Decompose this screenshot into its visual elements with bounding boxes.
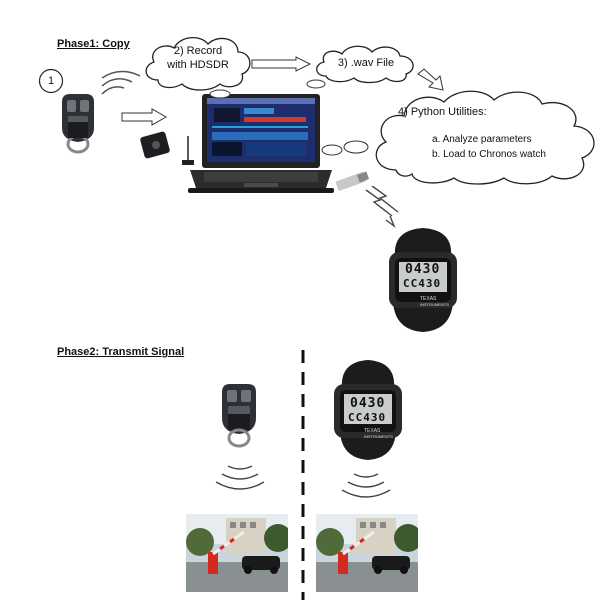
gate-photo-right	[316, 514, 418, 592]
step3-label: 3) .wav File	[337, 57, 395, 69]
step4-item-b: b. Load to Chronos watch	[432, 149, 546, 160]
wireless-link-icon	[365, 186, 399, 229]
phase2-title: Phase2: Transmit Signal	[57, 346, 185, 358]
watch-brand-line2: INSTRUMENTS	[420, 302, 449, 307]
arrow-record-to-wav	[251, 56, 312, 72]
watch-display-line2: CC430	[403, 277, 442, 290]
cloud-python	[375, 90, 595, 185]
step1-label: 1	[47, 75, 55, 87]
watch2-brand-line2: INSTRUMENTS	[364, 434, 393, 439]
watch2-display-line2: CC430	[348, 411, 387, 424]
watch2-brand-line1: TEXAS	[364, 428, 381, 434]
chronos-watch-icon	[389, 228, 457, 332]
chronos-watch-icon-phase2	[334, 360, 402, 460]
remote-control-icon-phase2	[222, 384, 256, 448]
step1-circle	[38, 68, 64, 94]
step2-label: 2) Record with HDSDR	[148, 44, 248, 72]
sdr-receiver-icon	[140, 131, 194, 165]
step2-line2: with HDSDR	[167, 59, 229, 71]
signal-waves-watch-phase2	[341, 473, 391, 498]
phase1-title: Phase1: Copy	[57, 38, 130, 50]
laptop-icon	[188, 94, 334, 193]
step2-line1: 2) Record	[173, 45, 223, 57]
watch2-display-line1: 0430	[350, 396, 386, 411]
arrow-wav-to-python	[417, 68, 444, 91]
remote-control-icon	[62, 94, 94, 154]
step4-item-a: a. Analyze parameters	[432, 134, 532, 145]
phase2-divider	[301, 350, 305, 600]
cloud-record	[145, 37, 251, 91]
thought-bubbles	[209, 79, 326, 99]
watch-display-line1: 0430	[405, 262, 441, 277]
step4-title: 4) Python Utilities:	[398, 106, 487, 118]
signal-waves-remote-phase2	[215, 465, 265, 490]
cloud-wav	[316, 45, 414, 84]
signal-waves-icon	[101, 70, 141, 95]
usb-transmitter-icon	[335, 171, 370, 191]
bubble-laptop-to-python	[321, 140, 369, 156]
arrow-remote-to-sdr	[121, 108, 168, 126]
watch-brand-line1: TEXAS	[420, 296, 437, 302]
gate-photo-left	[186, 514, 288, 592]
